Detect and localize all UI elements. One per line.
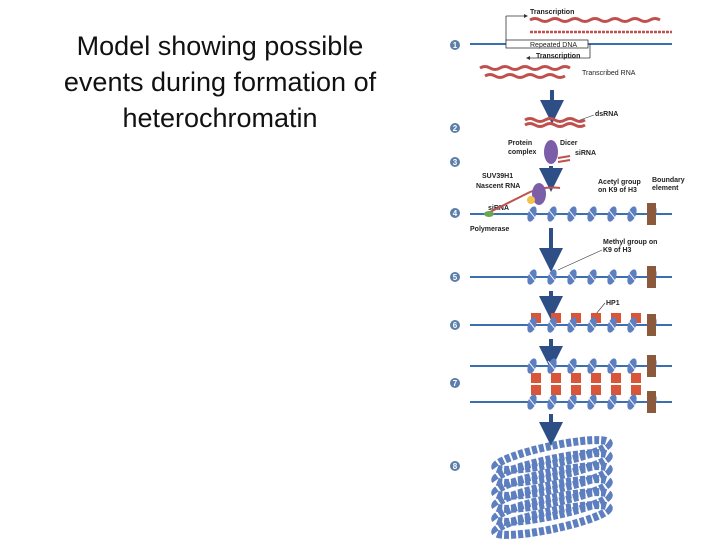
- methyl-label-1: Methyl group on: [603, 239, 657, 246]
- step-5-methyl: Methyl group on K9 of H3: [470, 239, 672, 288]
- hp1-protein: [611, 385, 621, 395]
- transcription-bottom-label: Transcription: [536, 53, 580, 60]
- title-line-3: heterochromatin: [122, 103, 318, 133]
- sirna-top-label: siRNA: [575, 150, 596, 157]
- step-2-dsrna: dsRNA: [524, 111, 618, 128]
- repeated-dna-label: Repeated DNA: [530, 42, 577, 49]
- boundary-element-6: [647, 314, 656, 336]
- title-line-1: Model showing possible: [76, 31, 364, 61]
- hp1-protein: [551, 385, 561, 395]
- dicer-protein: [544, 140, 558, 164]
- hp1-protein: [531, 313, 541, 323]
- svg-text:7: 7: [453, 379, 458, 388]
- hp1-protein: [551, 373, 561, 383]
- svg-text:5: 5: [453, 273, 458, 282]
- hp1-protein: [631, 385, 641, 395]
- boundary-label-2: element: [652, 185, 679, 192]
- rna-transcript-top: [529, 17, 661, 23]
- nascent-rna-label: Nascent RNA: [476, 183, 520, 190]
- step-6-hp1: HP1: [470, 300, 672, 336]
- hp1-protein: [631, 313, 641, 323]
- step-markers: 1 2 3 4 5 6 7 8: [450, 40, 460, 471]
- hp1-protein: [611, 313, 621, 323]
- suv39h1-protein: [532, 183, 546, 205]
- step-7-hp1-upper: [531, 373, 641, 383]
- coil-loop: [491, 475, 613, 513]
- hp1-protein: [591, 313, 601, 323]
- svg-text:1: 1: [453, 41, 458, 50]
- hp1-label: HP1: [606, 300, 620, 307]
- polymerase-shape: [484, 211, 494, 217]
- svg-text:2: 2: [453, 124, 458, 133]
- acetyl-label-2: on K9 of H3: [598, 187, 637, 194]
- step-1-transcription: Transcription Repeated DNA Transcription…: [470, 9, 672, 79]
- step-6-hp1-row: [531, 313, 641, 323]
- methyl-label-2: K9 of H3: [603, 247, 632, 254]
- step-7-hp1-dimer: [470, 355, 672, 413]
- svg-text:3: 3: [453, 158, 458, 167]
- coil-loop: [491, 488, 613, 526]
- transcribed-rna-label: Transcribed RNA: [582, 70, 636, 77]
- coil-loop: [491, 449, 613, 487]
- step-4-marker: 4: [450, 208, 460, 218]
- step-6-marker: 6: [450, 320, 460, 330]
- boundary-element-4: [647, 203, 656, 225]
- chromatin-coil: [491, 436, 613, 539]
- step-4-methylation: SUV39H1 Nascent RNA siRNA Acetyl group o…: [470, 173, 685, 233]
- protein-complex-label-2: complex: [508, 149, 537, 156]
- step-8-heterochromatin-coil: [491, 436, 613, 539]
- hp1-protein: [611, 373, 621, 383]
- nascent-rna-strand: [489, 186, 561, 213]
- step-7-marker: 7: [450, 378, 460, 388]
- protein-complex-label-1: Protein: [508, 140, 532, 147]
- step-1-marker: 1: [450, 40, 460, 50]
- step-7-hp1-lower: [531, 385, 641, 395]
- step-3-marker: 3: [450, 157, 460, 167]
- hp1-protein: [551, 313, 561, 323]
- transcription-top-label: Transcription: [530, 9, 574, 16]
- hp1-protein: [571, 373, 581, 383]
- title-line-2: events during formation of: [63, 67, 377, 97]
- dsrna-label: dsRNA: [595, 111, 618, 118]
- step-3-dicer: Protein complex Dicer siRNA: [508, 140, 596, 192]
- step-8-marker: 8: [450, 461, 460, 471]
- svg-text:8: 8: [453, 462, 458, 471]
- hp1-protein: [591, 373, 601, 383]
- suv39h1-label: SUV39H1: [482, 173, 513, 180]
- rna-transcript-bottom: [479, 65, 571, 71]
- coil-loop: [491, 501, 613, 539]
- hp1-protein: [531, 373, 541, 383]
- boundary-label-1: Boundary: [652, 177, 685, 184]
- coil-loop: [491, 462, 613, 500]
- step-5-marker: 5: [450, 272, 460, 282]
- svg-text:4: 4: [453, 209, 458, 218]
- hp1-protein: [531, 385, 541, 395]
- boundary-element-7a: [647, 355, 656, 377]
- boundary-element-7b: [647, 391, 656, 413]
- polymerase-label: Polymerase: [470, 226, 509, 233]
- boundary-element-5: [647, 266, 656, 288]
- hp1-protein: [571, 313, 581, 323]
- heterochromatin-diagram: 1 2 3 4 5 6 7 8 Transcription Repeated D…: [450, 9, 685, 539]
- sirna-star: [527, 196, 535, 204]
- svg-text:6: 6: [453, 321, 458, 330]
- dicer-label: Dicer: [560, 140, 578, 147]
- hp1-protein: [591, 385, 601, 395]
- step-2-marker: 2: [450, 123, 460, 133]
- hp1-protein: [631, 373, 641, 383]
- coil-loop: [491, 436, 613, 474]
- slide-title: Model showing possible events during for…: [30, 28, 410, 136]
- acetyl-label-1: Acetyl group: [598, 179, 641, 186]
- hp1-protein: [571, 385, 581, 395]
